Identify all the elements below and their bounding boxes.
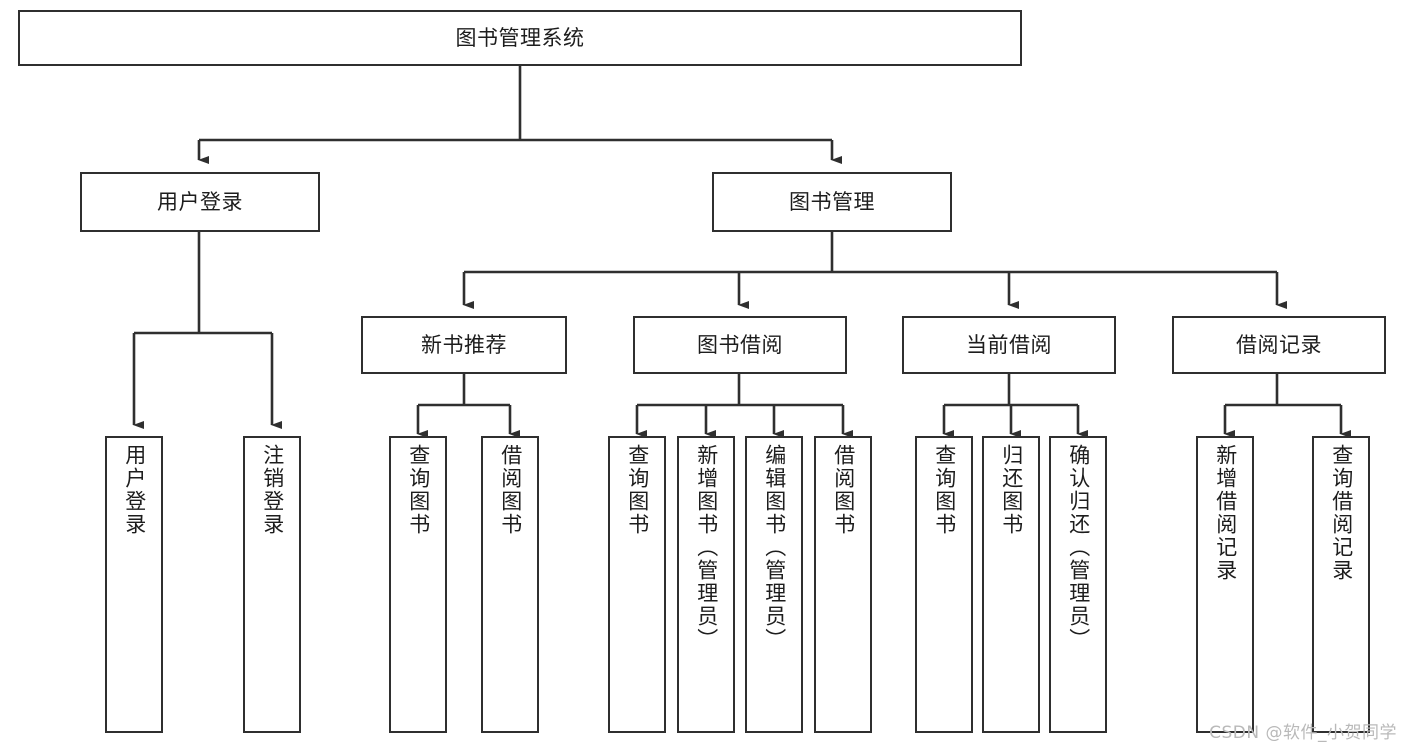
- node-leaf-borrow-book-2[interactable]: 借阅图书: [814, 436, 872, 733]
- node-leaf-return-book-label: 归还图书: [999, 444, 1024, 536]
- node-book-borrow[interactable]: 图书借阅: [633, 316, 847, 374]
- node-root[interactable]: 图书管理系统: [18, 10, 1022, 66]
- csdn-watermark: CSDN @软件_小贺同学: [1209, 723, 1397, 743]
- node-leaf-logout-login-label: 注销登录: [260, 444, 285, 536]
- node-new-book-recommend[interactable]: 新书推荐: [361, 316, 567, 374]
- node-leaf-query-book-2-label: 查询图书: [625, 444, 650, 536]
- node-leaf-add-book-admin-label: 新增图书（管理员）: [694, 444, 719, 651]
- node-user-login[interactable]: 用户登录: [80, 172, 320, 232]
- node-leaf-query-borrow-record[interactable]: 查询借阅记录: [1312, 436, 1370, 733]
- node-leaf-edit-book-admin-label: 编辑图书（管理员）: [762, 444, 787, 651]
- node-leaf-confirm-return-admin-label: 确认归还（管理员）: [1066, 444, 1091, 651]
- node-leaf-return-book[interactable]: 归还图书: [982, 436, 1040, 733]
- node-leaf-query-book-2[interactable]: 查询图书: [608, 436, 666, 733]
- node-current-borrow[interactable]: 当前借阅: [902, 316, 1116, 374]
- node-book-borrow-label: 图书借阅: [697, 332, 783, 357]
- node-root-label: 图书管理系统: [455, 25, 585, 50]
- node-leaf-logout-login[interactable]: 注销登录: [243, 436, 301, 733]
- node-leaf-user-login[interactable]: 用户登录: [105, 436, 163, 733]
- node-leaf-borrow-book-1-label: 借阅图书: [498, 444, 523, 536]
- node-leaf-add-book-admin[interactable]: 新增图书（管理员）: [677, 436, 735, 733]
- node-borrow-record-label: 借阅记录: [1236, 332, 1322, 357]
- node-leaf-edit-book-admin[interactable]: 编辑图书（管理员）: [745, 436, 803, 733]
- node-leaf-query-book-3-label: 查询图书: [932, 444, 957, 536]
- node-current-borrow-label: 当前借阅: [966, 332, 1052, 357]
- node-leaf-query-book-1[interactable]: 查询图书: [389, 436, 447, 733]
- node-user-login-label: 用户登录: [157, 189, 243, 214]
- node-book-manage-label: 图书管理: [789, 189, 875, 214]
- node-new-book-recommend-label: 新书推荐: [421, 332, 507, 357]
- node-book-manage[interactable]: 图书管理: [712, 172, 952, 232]
- node-leaf-query-book-1-label: 查询图书: [406, 444, 431, 536]
- node-leaf-confirm-return-admin[interactable]: 确认归还（管理员）: [1049, 436, 1107, 733]
- node-leaf-query-borrow-record-label: 查询借阅记录: [1329, 444, 1354, 582]
- node-leaf-user-login-label: 用户登录: [122, 444, 147, 536]
- node-borrow-record[interactable]: 借阅记录: [1172, 316, 1386, 374]
- node-leaf-borrow-book-2-label: 借阅图书: [831, 444, 856, 536]
- node-leaf-borrow-book-1[interactable]: 借阅图书: [481, 436, 539, 733]
- node-leaf-add-borrow-record-label: 新增借阅记录: [1213, 444, 1238, 582]
- node-leaf-query-book-3[interactable]: 查询图书: [915, 436, 973, 733]
- node-leaf-add-borrow-record[interactable]: 新增借阅记录: [1196, 436, 1254, 733]
